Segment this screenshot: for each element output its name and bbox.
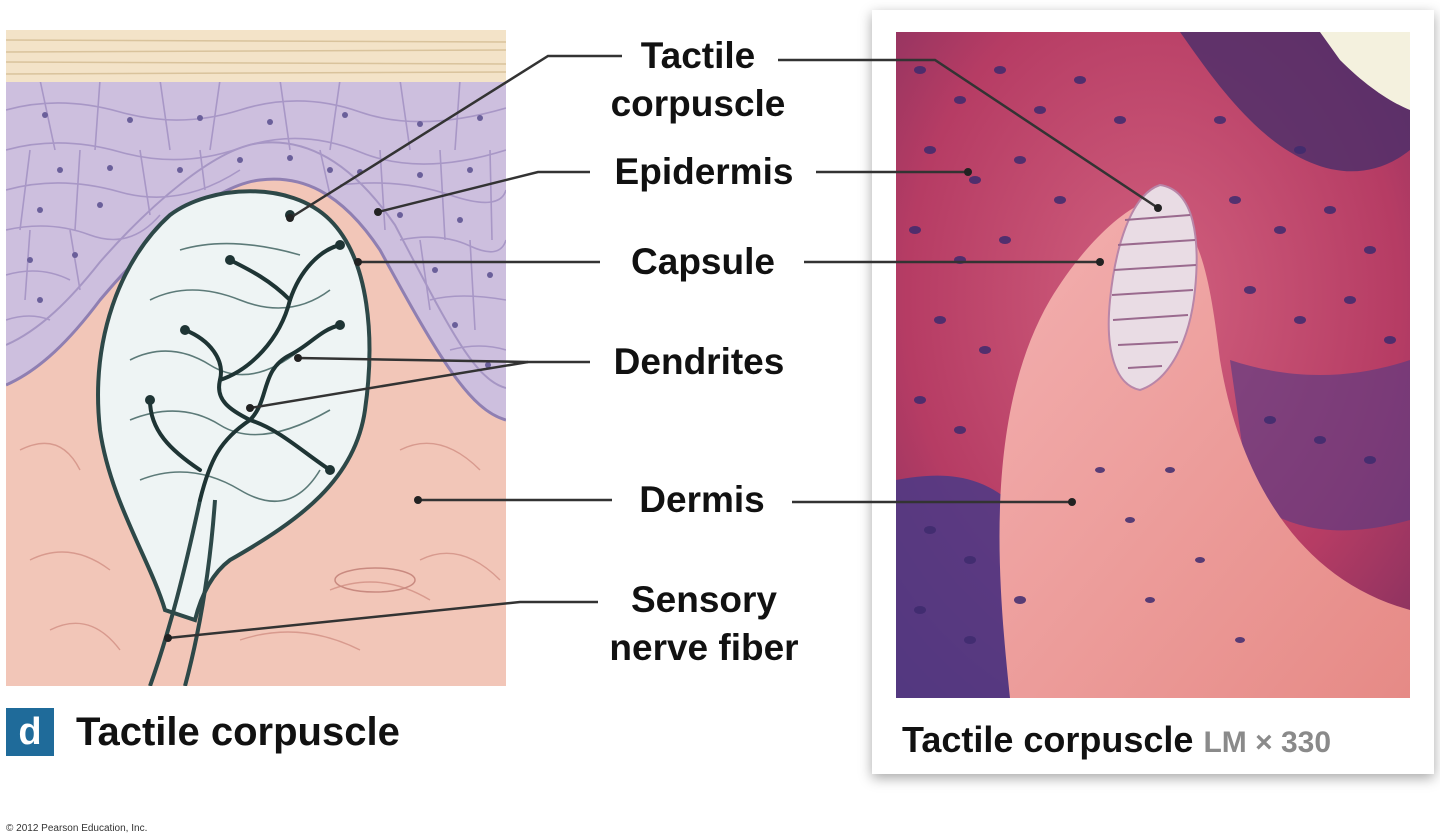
label-capsule: Capsule [631, 241, 775, 282]
micrograph-caption-title: Tactile corpuscle [902, 719, 1194, 760]
corneum-lines [6, 39, 506, 75]
epidermal-cells [6, 79, 506, 351]
dermal-fibers [19, 442, 501, 651]
label-dermis: Dermis [639, 479, 765, 520]
micrograph-caption: Tactile corpuscle LM × 330 [902, 716, 1331, 764]
corpuscle-capsule [96, 189, 372, 623]
sensory-nerve-fiber-shape [148, 499, 217, 686]
skin-section-drawing [6, 30, 506, 686]
label-epidermis: Epidermis [614, 151, 794, 192]
panel-letter-badge: d [6, 708, 54, 756]
micrograph-dermal-papilla [999, 200, 1410, 698]
leader-epidermis-left [377, 170, 590, 214]
leader-lines [167, 54, 1159, 640]
corpuscle-lamellae [129, 242, 331, 503]
micrograph-nuclei [909, 66, 1396, 644]
micrograph-corpuscle [1107, 183, 1198, 392]
dendrite-tips [145, 210, 345, 475]
label-sensory-nerve-fiber: Sensory nerve fiber [609, 579, 799, 668]
dermal-cell [334, 567, 416, 593]
leader-dots [164, 168, 1162, 642]
leader-dendrites-b [249, 360, 529, 410]
leader-tactile-corpuscle-left [289, 54, 622, 220]
panel-title: Tactile corpuscle [76, 710, 400, 754]
label-tactile-corpuscle: Tactile corpuscle [610, 35, 786, 124]
leader-sensory-nerve-fiber [167, 600, 598, 640]
micrograph-image [896, 32, 1410, 698]
label-dendrites: Dendrites [613, 341, 785, 382]
leader-tactile-corpuscle-right [778, 58, 1159, 210]
epidermal-nuclei [27, 112, 493, 368]
micrograph-surface [1320, 32, 1410, 110]
micrograph-corpuscle-striations [1111, 214, 1197, 369]
micrograph-magnification: LM × 330 [1203, 726, 1332, 759]
dendrite-branches [148, 243, 342, 502]
micrograph-right-dark-band [1230, 360, 1410, 531]
basal-cell-layer [6, 177, 506, 422]
copyright-notice: © 2012 Pearson Education, Inc. [6, 823, 148, 834]
